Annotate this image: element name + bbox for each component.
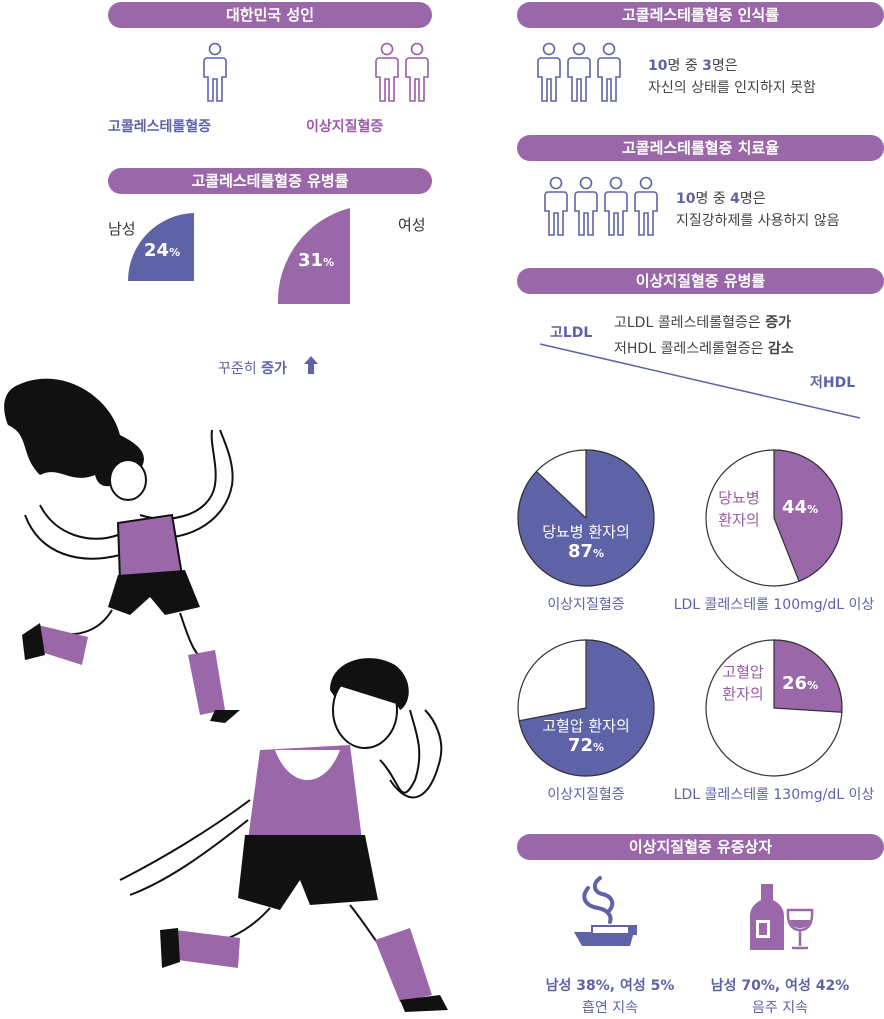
- pie-hypertension-dyslipidemia: [517, 639, 655, 777]
- person-icon: [597, 42, 621, 102]
- pie-diabetes-ldl100: [705, 449, 843, 587]
- treat-header: 고콜레스테롤혈증 치료율: [517, 135, 884, 161]
- female-pie: [277, 208, 350, 304]
- person-icon: [375, 42, 399, 102]
- low-hdl-label: 저HDL: [810, 375, 856, 391]
- female-label: 여성: [398, 216, 426, 234]
- pie-slice: [773, 449, 843, 583]
- prev-header: 고콜레스테롤혈증 유병률: [108, 168, 432, 194]
- person-icon: [537, 42, 561, 102]
- pie1-caption: LDL 콜레스테롤 100mg/dL 이상: [673, 597, 875, 613]
- person-icon: [604, 176, 628, 236]
- pie3-label: 고혈압 환자의: [722, 663, 764, 703]
- pie-slice: [517, 449, 655, 587]
- female-value: 31%: [298, 250, 335, 271]
- adult-header: 대한민국 성인: [108, 2, 432, 28]
- pie0-label: 당뇨병 환자의 87%: [542, 523, 630, 562]
- dys-header: 이상지질혈증 유병률: [517, 268, 884, 294]
- male-pie: [127, 213, 194, 281]
- arrow-up-icon: [304, 356, 318, 374]
- aware-stat: 10명 중 3명은 자신의 상태를 인지하지 못함: [648, 58, 816, 96]
- pie1-value: 44%: [782, 497, 819, 518]
- person-icon: [203, 42, 227, 102]
- person-icon: [567, 42, 591, 102]
- pie-hypertension-ldl130: [705, 639, 843, 777]
- man-illustration: [119, 658, 448, 1012]
- person-icon: [405, 42, 429, 102]
- pie-diabetes-dyslipidemia: [517, 449, 655, 587]
- male-label: 남성: [108, 220, 136, 238]
- dys-trends: 고LDL 콜레스테롤혈증은 증가 저HDL 콜레스레롤혈증은 감소: [614, 315, 794, 357]
- pie0-caption: 이상지질혈증: [547, 597, 625, 613]
- trend-line: [539, 343, 861, 419]
- high-ldl-label: 고LDL: [550, 325, 593, 341]
- pie3-value: 26%: [782, 673, 819, 694]
- pie3-caption: LDL 콜레스테롤 130mg/dL 이상: [673, 787, 875, 803]
- pie2-label: 고혈압 환자의 72%: [542, 717, 630, 756]
- aware-header: 고콜레스테롤혈증 인식률: [517, 2, 884, 28]
- cigarette-icon: [574, 876, 637, 946]
- trend-text: 꾸준히 증가: [218, 361, 287, 377]
- pie2-caption: 이상지질혈증: [547, 787, 625, 803]
- woman-illustration: [4, 378, 240, 723]
- drink-stat: 남성 70%, 여성 42% 음주 지속: [710, 978, 850, 1016]
- treat-stat: 10명 중 4명은 지질강하제를 사용하지 않음: [676, 191, 840, 229]
- person-icon: [544, 176, 568, 236]
- pie-slice: [518, 639, 655, 777]
- dys-label: 이상지질혈증: [306, 119, 384, 135]
- wine-glass-icon: [786, 908, 814, 950]
- chol-label: 고콜레스테롤혈증: [108, 119, 212, 135]
- person-icon: [634, 176, 658, 236]
- persist-header: 이상지질혈증 유증상자: [517, 834, 884, 860]
- pie-slice: [773, 639, 843, 713]
- wine-bottle-icon: [750, 884, 784, 950]
- smoke-stat: 남성 38%, 여성 5% 흡연 지속: [545, 978, 675, 1016]
- person-icon: [574, 176, 598, 236]
- pie1-label: 당뇨병 환자의: [718, 489, 760, 529]
- male-value: 24%: [144, 240, 181, 261]
